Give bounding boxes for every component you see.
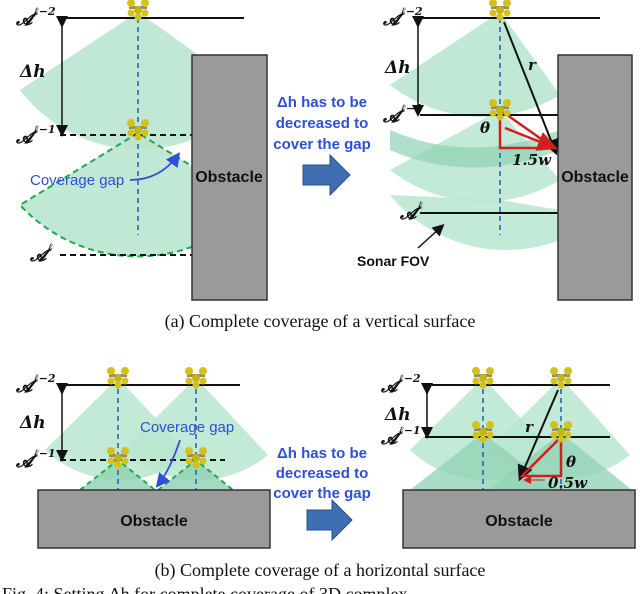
svg-text:θ: θ [480, 119, 490, 137]
sonar-fov-label: Sonar FOV [357, 253, 430, 269]
caption-b: (b) Complete coverage of a horizontal su… [155, 560, 486, 581]
svg-text:Δh: Δh [384, 405, 411, 425]
figure-caption: Fig. 4: Setting Δh for complete coverage… [2, 584, 407, 594]
svg-text:ℓ−1: ℓ−1 [34, 447, 56, 460]
svg-text:Δh: Δh [19, 62, 46, 82]
svg-text:Δh: Δh [384, 58, 411, 78]
svg-text:decreased to: decreased to [276, 115, 369, 132]
svg-text:θ: θ [566, 453, 576, 471]
svg-text:ℓ−1: ℓ−1 [399, 424, 421, 437]
obstacle-label: Obstacle [195, 169, 263, 186]
svg-text:ℓ−1: ℓ−1 [34, 123, 56, 136]
svg-text:ℓ−2: ℓ−2 [34, 372, 56, 385]
svg-text:0.5w: 0.5w [548, 474, 588, 492]
svg-text:ℓ: ℓ [418, 199, 423, 212]
svg-text:ℓ−2: ℓ−2 [34, 5, 56, 18]
svg-text:r: r [525, 418, 534, 436]
svg-text:r: r [528, 56, 537, 74]
obstacle-label: Obstacle [485, 513, 553, 530]
obstacle-block [37, 489, 271, 549]
note-b: Δh has to be decreased to cover the gap [273, 445, 371, 542]
coverage-gap-label: Coverage gap [30, 172, 124, 189]
note-a: Δh has to be decreased to cover the gap [273, 94, 371, 197]
caption-a: (a) Complete coverage of a vertical surf… [165, 311, 476, 332]
coverage-gap-label: Coverage gap [140, 419, 234, 436]
obstacle-label: Obstacle [561, 169, 629, 186]
svg-text:ℓ−2: ℓ−2 [399, 372, 421, 385]
obstacle-block [191, 54, 268, 301]
svg-text:decreased to: decreased to [276, 465, 369, 482]
svg-text:Δh has to be: Δh has to be [277, 445, 367, 462]
obstacle-block [557, 54, 633, 301]
svg-text:Δh: Δh [19, 413, 46, 433]
svg-text:1.5w: 1.5w [512, 151, 552, 169]
right-arrow-icon [302, 153, 351, 197]
svg-text:ℓ−2: ℓ−2 [401, 5, 423, 18]
obstacle-block [402, 489, 636, 549]
svg-text:ℓ: ℓ [48, 241, 53, 254]
svg-text:cover the gap: cover the gap [273, 136, 371, 153]
svg-text:Δh has to be: Δh has to be [277, 94, 367, 111]
right-arrow-icon [306, 498, 353, 542]
svg-text:ℓ−1: ℓ−1 [401, 102, 423, 115]
svg-text:cover the gap: cover the gap [273, 485, 371, 502]
obstacle-label: Obstacle [120, 513, 188, 530]
